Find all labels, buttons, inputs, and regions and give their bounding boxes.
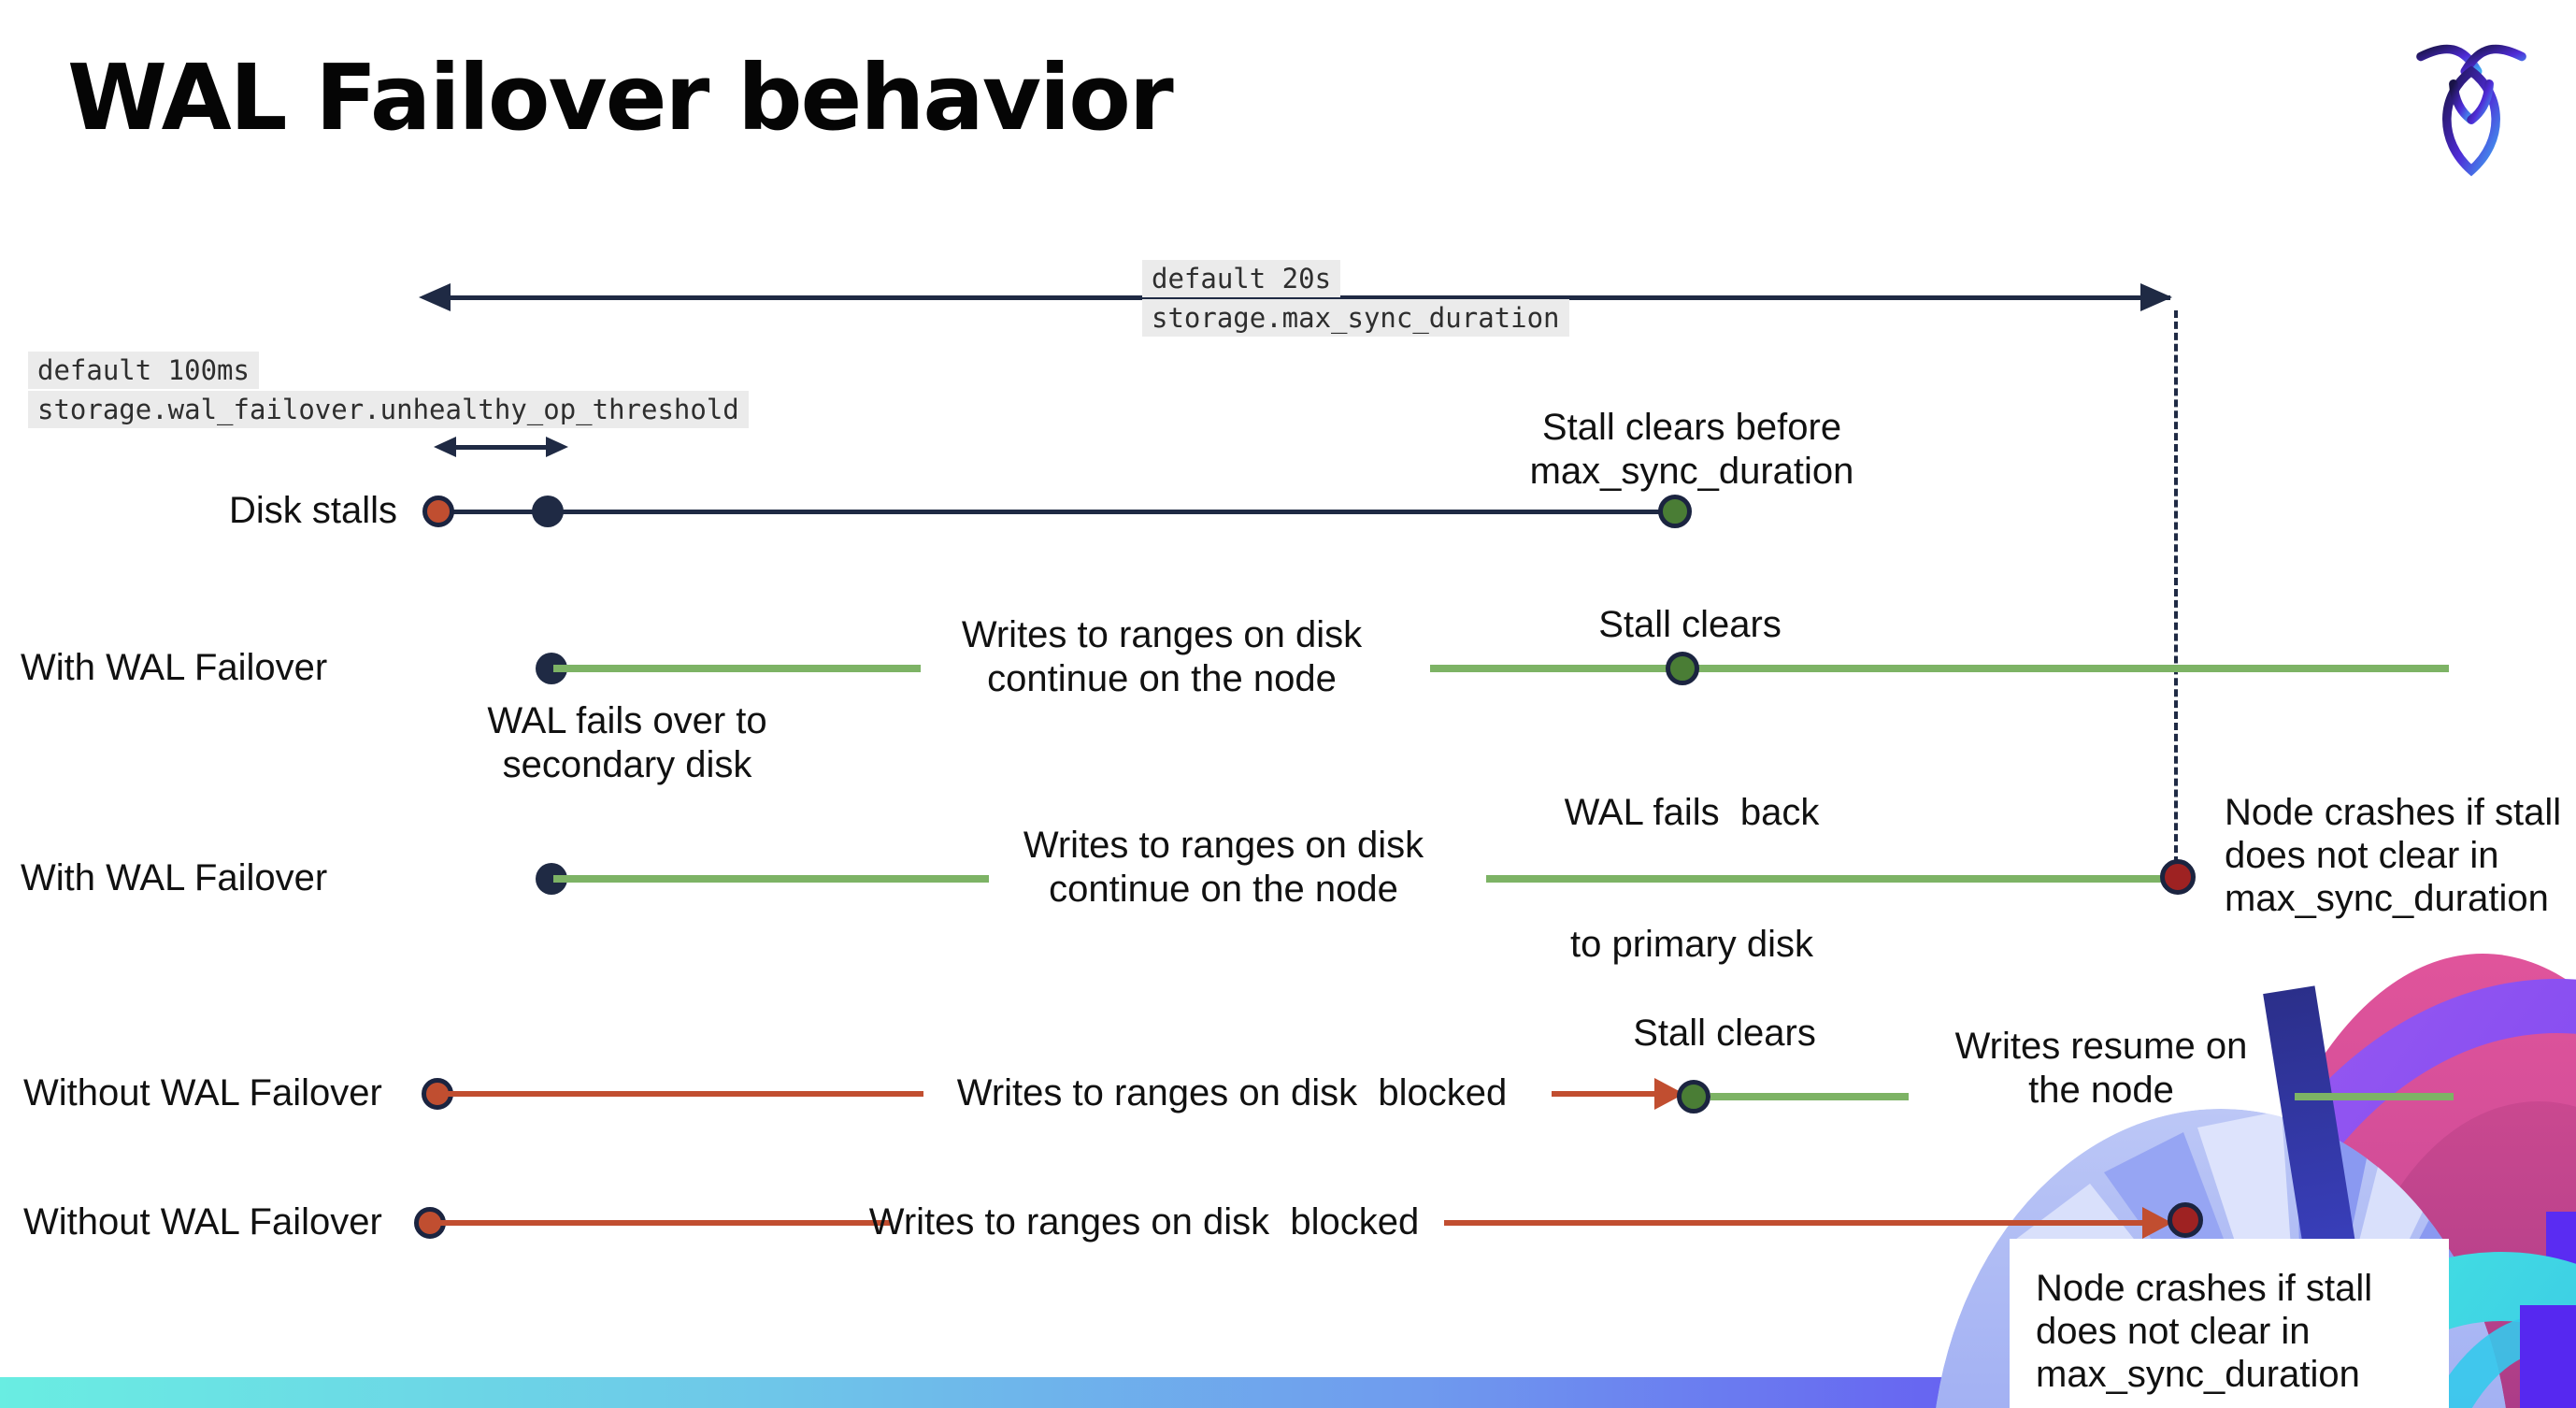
node-crash-dot bbox=[2168, 1202, 2203, 1238]
stall-clears-before-text: Stall clears before max_sync_duration bbox=[1529, 407, 1854, 492]
stall-clears-label: Stall clears bbox=[1633, 1013, 1816, 1054]
with-wal-2-crash-text: Node crashes if stall does not clear in … bbox=[2225, 792, 2562, 919]
max-sync-setting-label: storage.max_sync_duration bbox=[1142, 299, 1569, 337]
red-line-segment bbox=[1552, 1091, 1666, 1097]
stall-clears-dot bbox=[1658, 495, 1692, 528]
green-line-segment bbox=[553, 665, 921, 672]
red-arrowhead-icon bbox=[2142, 1207, 2172, 1239]
max-sync-duration-span-line bbox=[439, 295, 2170, 300]
arrowhead-right-icon bbox=[2140, 283, 2172, 311]
without-wal-2-crash-text: Node crashes if stall does not clear in … bbox=[2036, 1268, 2373, 1395]
writes-continue-text: Writes to ranges on disk continue on the… bbox=[961, 614, 1363, 699]
writes-continue-text: Writes to ranges on disk continue on the… bbox=[1023, 825, 1424, 910]
red-line-segment bbox=[439, 1091, 923, 1097]
stall-clears-dot bbox=[1677, 1080, 1710, 1113]
writes-blocked-text: Writes to ranges on disk blocked bbox=[868, 1201, 1420, 1243]
green-line-segment bbox=[2295, 1093, 2454, 1100]
unhealthy-op-span-line bbox=[449, 445, 553, 450]
green-line-segment bbox=[553, 875, 989, 883]
threshold-dot bbox=[532, 496, 564, 527]
wal-fails-over-text: WAL fails over to secondary disk bbox=[487, 700, 767, 785]
red-line-segment bbox=[432, 1220, 890, 1226]
writes-blocked-text: Writes to ranges on disk blocked bbox=[956, 1072, 1508, 1113]
arrowhead-left-icon bbox=[419, 283, 451, 311]
page-title: WAL Failover behavior bbox=[67, 45, 1174, 151]
stall-clears-label: Stall clears bbox=[1598, 604, 1782, 645]
cockroachdb-logo-icon bbox=[2416, 44, 2526, 177]
unhealthy-op-default-label: default 100ms bbox=[28, 352, 259, 389]
disk-stalls-timeline bbox=[438, 510, 1675, 514]
disk-stall-start-dot bbox=[422, 496, 454, 527]
small-arrowhead-left-icon bbox=[434, 437, 456, 457]
row-label-with-wal-1: With WAL Failover bbox=[21, 647, 328, 688]
green-line-segment bbox=[1430, 665, 2449, 672]
row-label-disk-stalls: Disk stalls bbox=[228, 490, 397, 531]
row-label-without-wal-2: Without WAL Failover bbox=[23, 1201, 382, 1243]
green-line-segment bbox=[1486, 875, 2178, 883]
unhealthy-op-setting-label: storage.wal_failover.unhealthy_op_thresh… bbox=[28, 391, 749, 428]
red-line-segment bbox=[1444, 1220, 2150, 1226]
node-crash-dot bbox=[2160, 859, 2196, 895]
green-line-segment bbox=[1710, 1093, 1909, 1100]
writes-resume-text: Writes resume on the node bbox=[1954, 1026, 2248, 1111]
row-label-without-wal-1: Without WAL Failover bbox=[23, 1072, 382, 1113]
crash-annotation-card: Node crashes if stall does not clear in … bbox=[2010, 1239, 2449, 1408]
wal-fails-back-text: WAL fails back to primary disk bbox=[1564, 792, 1820, 965]
max-sync-default-label: default 20s bbox=[1142, 260, 1341, 297]
small-arrowhead-right-icon bbox=[546, 437, 568, 457]
max-sync-deadline-dashed-line bbox=[2174, 310, 2178, 864]
row-label-with-wal-2: With WAL Failover bbox=[21, 857, 328, 898]
failback-dot bbox=[1666, 652, 1699, 685]
